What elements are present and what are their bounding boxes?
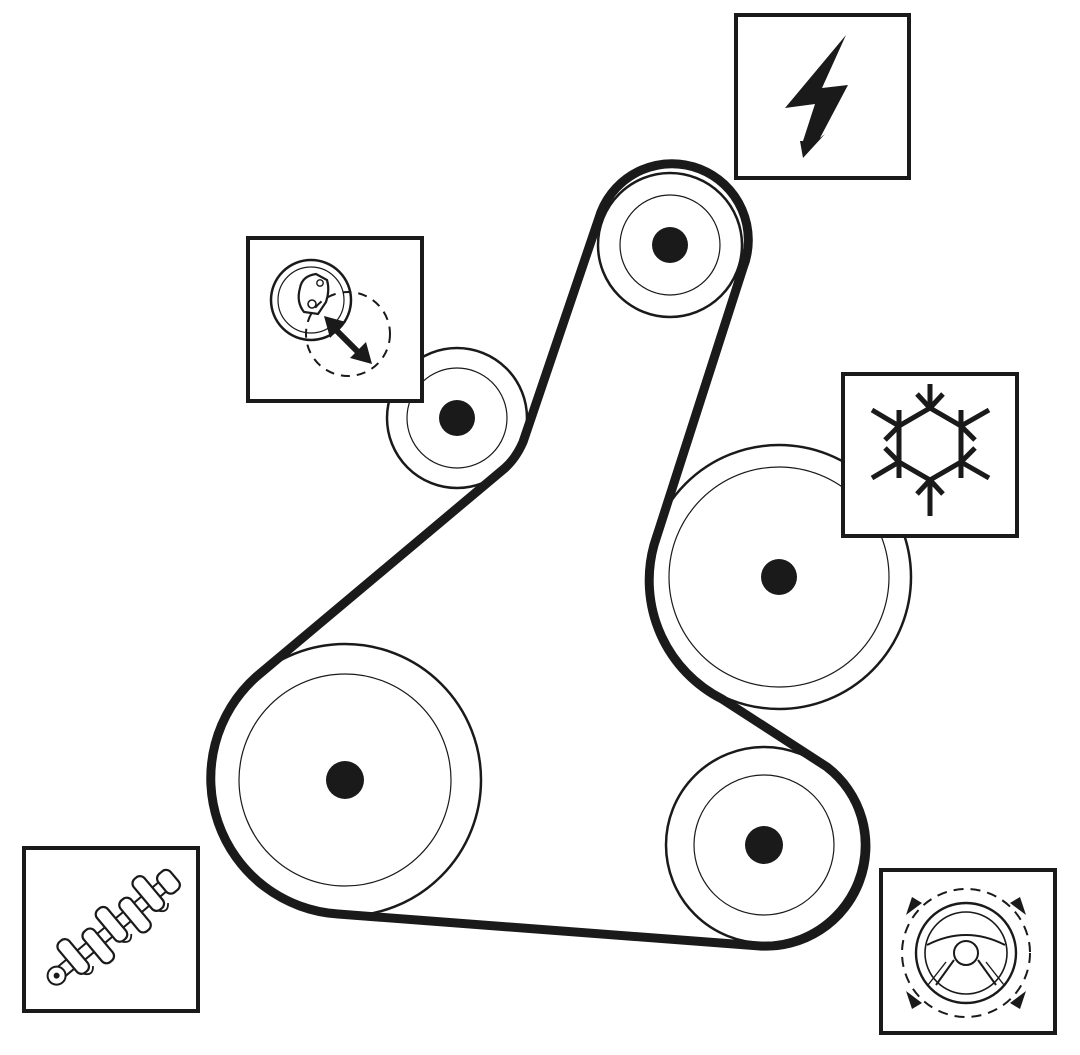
arrow-bottom-left-icon — [906, 991, 922, 1009]
snowflake-icon — [870, 384, 991, 516]
tensioner-icon-box — [246, 236, 424, 403]
serpentine-belt — [206, 159, 871, 951]
tensioner-icon — [269, 258, 391, 377]
tensioner-hub — [439, 400, 475, 436]
steering-wheel-icon — [901, 888, 1031, 1018]
arrow-top-right-icon — [1010, 897, 1026, 915]
ac-compressor-icon-box — [841, 372, 1019, 538]
power-steering-icon-box — [879, 868, 1057, 1035]
arrow-bottom-right-icon — [1010, 991, 1026, 1009]
crankshaft-icon — [46, 868, 181, 986]
crankshaft-icon-box — [22, 846, 200, 1013]
pulley-alternator — [596, 171, 744, 319]
alternator-hub — [652, 227, 688, 263]
arrow-top-left-icon — [906, 897, 922, 915]
crankshaft-hub — [326, 761, 364, 799]
alternator-icon-box — [734, 13, 911, 180]
lightning-bolt-icon — [785, 35, 848, 158]
ac-compressor-hub — [761, 559, 797, 595]
pulley-crankshaft — [207, 642, 483, 918]
power-steering-hub — [745, 826, 783, 864]
